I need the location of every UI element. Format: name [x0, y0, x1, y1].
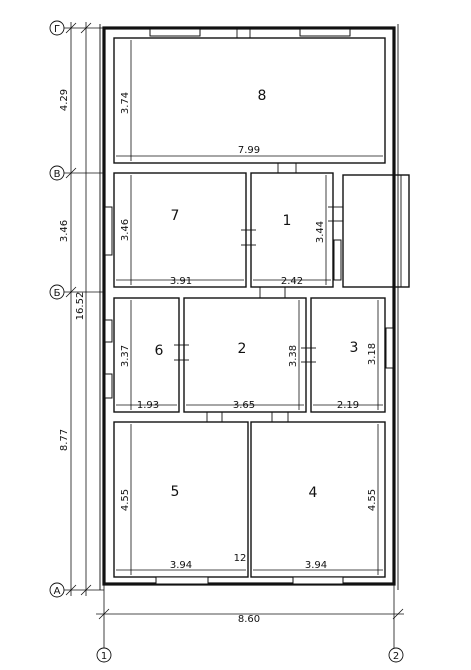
room-4-width: 3.94 [305, 560, 327, 571]
windows [104, 28, 394, 585]
room-number-3: 3 [350, 340, 359, 356]
svg-text:2: 2 [393, 651, 399, 662]
room-number-1: 1 [283, 213, 292, 229]
axis-marker-2: 2 [388, 647, 404, 663]
window [155, 576, 209, 585]
segment-dimension-bottom: 8.77 [59, 429, 70, 451]
interior-dimensions: 7.99 3.74 3.91 3.46 2.42 3.44 1.93 3.37 … [116, 40, 383, 575]
svg-text:Б: Б [54, 288, 61, 299]
axis-marker-g: Г [49, 20, 65, 36]
segment-dimension-middle: 3.46 [59, 220, 70, 242]
room-3-width: 2.19 [337, 400, 359, 411]
room-2-width: 3.65 [233, 400, 255, 411]
wall-label: 12 [234, 553, 247, 564]
window [333, 239, 342, 281]
overall-width: 8.60 [238, 614, 260, 625]
room-1-height: 3.44 [315, 221, 326, 243]
segment-dimension-top: 4.29 [59, 89, 70, 111]
window [104, 373, 113, 399]
room-6-width: 1.93 [137, 400, 159, 411]
room-number-5: 5 [171, 484, 180, 500]
room-7-height: 3.46 [120, 219, 131, 241]
room-number-4: 4 [309, 485, 318, 501]
room-5-height: 4.55 [120, 489, 131, 511]
room-8-width: 7.99 [238, 145, 260, 156]
outer-walls [99, 24, 399, 590]
svg-text:А: А [54, 586, 61, 597]
room-4-height: 4.55 [367, 489, 378, 511]
room-number-6: 6 [155, 343, 164, 359]
room-number-7: 7 [171, 208, 180, 224]
window [149, 28, 201, 37]
window [292, 576, 344, 585]
window [104, 206, 113, 256]
svg-text:Г: Г [54, 24, 60, 35]
room-6-height: 3.37 [120, 345, 131, 367]
axis-marker-b: Б [49, 284, 65, 300]
grid-axes: Г В Б А 1 2 [49, 20, 404, 663]
room-labels: 8 7 1 6 2 3 5 4 [155, 88, 359, 501]
axis-marker-1: 1 [96, 647, 112, 663]
room-number-8: 8 [258, 88, 267, 104]
axis-marker-a: А [49, 582, 65, 598]
room-7-width: 3.91 [170, 276, 192, 287]
axis-marker-v: В [49, 165, 65, 181]
room-number-2: 2 [238, 341, 247, 357]
svg-text:1: 1 [101, 651, 107, 662]
door-openings [174, 28, 343, 422]
balcony-block [342, 174, 410, 288]
room-outlines [113, 37, 410, 578]
window [104, 319, 113, 343]
room-8-height: 3.74 [120, 92, 131, 114]
overall-height: 16.52 [75, 292, 86, 321]
room-1-width: 2.42 [281, 276, 303, 287]
room-2-height: 3.38 [288, 345, 299, 367]
room-3-height: 3.18 [367, 343, 378, 365]
room-5-width: 3.94 [170, 560, 192, 571]
window [299, 28, 351, 37]
svg-text:В: В [54, 169, 61, 180]
exterior-dimensions: 4.29 3.46 8.77 16.52 8.60 [59, 22, 404, 625]
window [385, 327, 394, 369]
